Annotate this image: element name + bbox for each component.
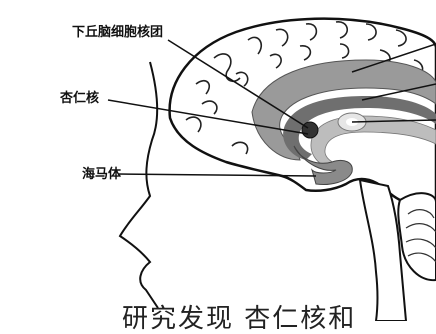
amygdala-node xyxy=(302,122,318,138)
brain-diagram xyxy=(0,0,436,321)
cerebellum xyxy=(398,193,436,280)
caption-text: 研究发现 杏仁核和 xyxy=(122,306,356,332)
face-profile xyxy=(120,62,158,308)
label-hippocampus: 海马体 xyxy=(82,168,121,181)
label-amygdala: 杏仁核 xyxy=(60,92,99,105)
label-hypothalamus: 下丘脑细胞核团 xyxy=(72,26,163,39)
